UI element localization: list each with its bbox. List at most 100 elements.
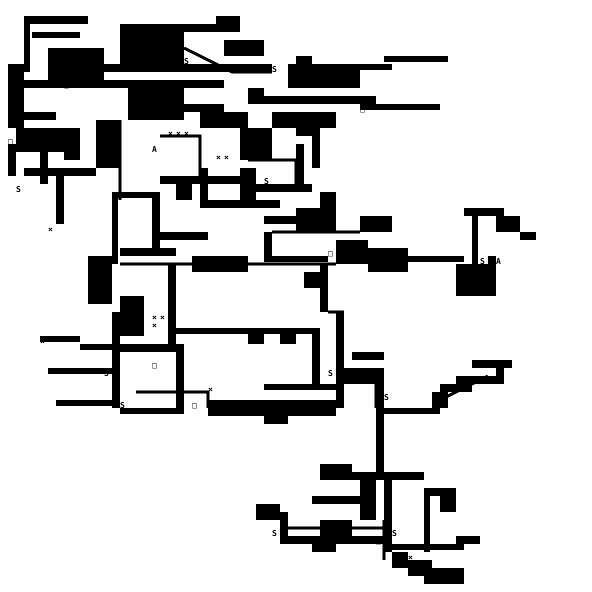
wall-block bbox=[80, 344, 112, 350]
corridor bbox=[344, 374, 378, 408]
wall-block bbox=[256, 184, 312, 192]
wall-block bbox=[280, 328, 296, 344]
cross-marker: × bbox=[48, 225, 53, 234]
wall-block bbox=[336, 312, 344, 408]
wall-block bbox=[120, 248, 176, 256]
wall-block bbox=[320, 264, 328, 312]
wall-block bbox=[120, 24, 184, 64]
door-marker[interactable]: □ bbox=[360, 105, 365, 114]
door-marker[interactable]: □ bbox=[376, 537, 381, 546]
wall-block bbox=[496, 216, 520, 232]
cross-marker: × bbox=[160, 313, 165, 322]
door-marker[interactable]: □ bbox=[64, 81, 69, 90]
corridor-paths bbox=[118, 46, 489, 560]
wall-block bbox=[128, 88, 184, 120]
door-marker[interactable]: □ bbox=[8, 137, 13, 146]
wall-block bbox=[312, 544, 336, 552]
wall-block bbox=[368, 248, 408, 272]
wall-block bbox=[296, 128, 320, 136]
wall-block bbox=[208, 176, 240, 184]
wall-block bbox=[272, 112, 336, 128]
wall-block bbox=[408, 256, 464, 262]
wall-block bbox=[488, 256, 496, 272]
wall-block bbox=[8, 144, 16, 176]
wall-block bbox=[424, 568, 464, 584]
wall-block bbox=[360, 104, 440, 110]
start-marker[interactable]: S bbox=[384, 393, 389, 402]
wall-block bbox=[56, 400, 112, 406]
wall-block bbox=[24, 168, 96, 176]
start-marker[interactable]: S bbox=[480, 377, 485, 386]
start-marker[interactable]: S bbox=[264, 217, 269, 226]
wall-block bbox=[120, 296, 144, 336]
cross-marker: × bbox=[168, 129, 173, 138]
wall-block bbox=[184, 104, 224, 112]
start-marker[interactable]: S bbox=[392, 529, 397, 538]
wall-block bbox=[440, 496, 456, 512]
wall-block bbox=[168, 264, 176, 344]
cross-marker: × bbox=[216, 153, 221, 162]
wall-block bbox=[120, 408, 184, 414]
wall-block bbox=[312, 328, 320, 384]
map-markers: S S S S S S S S A A S S S S S S S × × × … bbox=[8, 57, 501, 562]
cross-marker: × bbox=[40, 337, 45, 346]
wall-block bbox=[304, 272, 320, 288]
wall-block bbox=[160, 232, 208, 240]
cross-marker: × bbox=[152, 313, 157, 322]
wall-block bbox=[176, 344, 184, 408]
wall-block bbox=[360, 64, 392, 70]
start-marker[interactable]: S bbox=[328, 369, 333, 378]
wall-block bbox=[296, 56, 312, 64]
wall-block bbox=[240, 168, 256, 200]
start-marker[interactable]: S bbox=[272, 65, 277, 74]
start-marker[interactable]: S bbox=[184, 57, 189, 66]
wall-block bbox=[456, 376, 496, 384]
wall-block bbox=[288, 536, 384, 544]
alt-marker[interactable]: A bbox=[496, 257, 501, 266]
wall-block bbox=[424, 496, 430, 552]
start-marker[interactable]: S bbox=[272, 529, 277, 538]
wall-block bbox=[312, 136, 320, 168]
alt-marker[interactable]: A bbox=[152, 145, 157, 154]
start-marker[interactable]: S bbox=[128, 105, 133, 114]
wall-block bbox=[112, 312, 120, 408]
wall-block bbox=[464, 208, 504, 216]
wall-block bbox=[112, 192, 160, 198]
wall-block bbox=[24, 80, 104, 88]
wall-block bbox=[248, 328, 264, 344]
wall-block bbox=[24, 16, 88, 24]
door-marker[interactable]: □ bbox=[192, 401, 197, 410]
wall-block bbox=[120, 344, 176, 352]
wall-block bbox=[288, 400, 336, 416]
wall-block bbox=[56, 176, 64, 224]
wall-block bbox=[264, 384, 344, 390]
start-marker[interactable]: S bbox=[120, 401, 125, 410]
corridor bbox=[183, 46, 272, 74]
wall-block bbox=[392, 544, 464, 550]
wall-block bbox=[256, 504, 280, 520]
start-marker[interactable]: S bbox=[24, 169, 29, 178]
wall-block bbox=[200, 112, 248, 128]
door-marker[interactable]: □ bbox=[328, 249, 333, 258]
wall-block bbox=[456, 536, 480, 544]
start-marker[interactable]: S bbox=[264, 177, 269, 186]
wall-block bbox=[384, 480, 392, 552]
wall-block bbox=[384, 56, 448, 62]
wall-block bbox=[376, 368, 384, 480]
wall-block bbox=[176, 184, 192, 200]
wall-block bbox=[296, 144, 304, 184]
wall-block bbox=[264, 96, 376, 104]
corridor bbox=[248, 158, 298, 184]
wall-block bbox=[440, 384, 472, 392]
wall-block bbox=[336, 240, 368, 264]
wall-block bbox=[264, 256, 328, 262]
start-marker[interactable]: S bbox=[16, 185, 21, 194]
start-marker[interactable]: S bbox=[104, 369, 109, 378]
start-marker[interactable]: S bbox=[480, 257, 485, 266]
door-marker[interactable]: □ bbox=[152, 361, 157, 370]
cross-marker: × bbox=[408, 553, 413, 562]
wall-block bbox=[240, 128, 272, 160]
wall-block bbox=[224, 40, 264, 56]
wall-blocks bbox=[8, 16, 536, 584]
